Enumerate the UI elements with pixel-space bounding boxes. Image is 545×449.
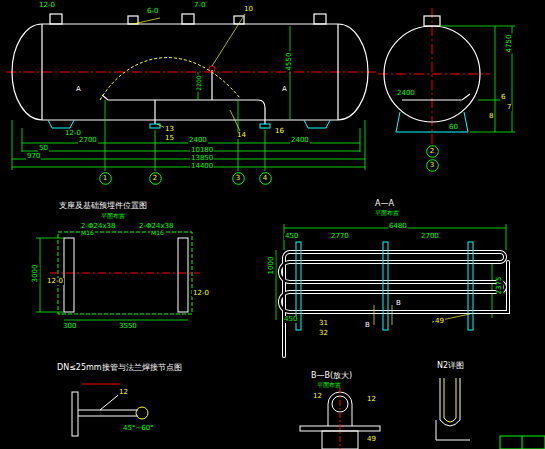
drawing-label: 4550 <box>286 52 293 72</box>
drawing-label: 13850 <box>190 155 214 162</box>
grid-number: 2 <box>153 175 157 182</box>
drawing-label: B—B(放大) <box>310 372 353 380</box>
grid-marker: 1 <box>99 172 112 185</box>
drawing-label: 6-0 <box>146 8 159 15</box>
drawing-label: 4750 <box>506 34 513 54</box>
drawing-label: M16 <box>80 230 95 236</box>
drawing-label: 15 <box>164 135 175 142</box>
drawing-label: 10180 <box>190 147 214 154</box>
drawing-label: B <box>395 300 402 307</box>
drawing-label: 12-0 <box>64 130 82 137</box>
drawing-label: 2700 <box>78 137 98 144</box>
grid-number: 3 <box>236 175 240 182</box>
drawing-label: 16 <box>274 128 285 135</box>
drawing-label: 2-Φ24x38 <box>138 223 174 230</box>
drawing-label: 450 <box>284 233 299 240</box>
drawing-label: 14 <box>236 132 247 139</box>
marker-outline <box>426 159 438 171</box>
drawing-label: 12-0 <box>46 278 64 285</box>
drawing-label: 6480 <box>388 223 408 230</box>
drawing-label: 970 <box>26 153 41 160</box>
drawing-label: 450 <box>283 316 298 323</box>
drawing-label: 平面布置 <box>316 382 342 388</box>
drawing-label: A—A <box>374 200 395 208</box>
drawing-label: 1000 <box>268 256 275 276</box>
drawing-label: 2375 <box>496 276 503 296</box>
drawing-label: 2200 <box>196 74 202 91</box>
marker-outline <box>99 172 111 184</box>
drawing-label: 12-0 <box>38 2 56 9</box>
grid-number: 1 <box>103 175 107 182</box>
grid-marker: 2 <box>426 145 439 158</box>
drawing-label: 14400 <box>190 163 214 170</box>
drawing-label: 31 <box>318 320 329 327</box>
drawing-label: 3550 <box>118 323 138 330</box>
marker-outline <box>426 145 438 157</box>
grid-marker: 2 <box>149 172 162 185</box>
drawing-label: 2-Φ24x38 <box>80 223 116 230</box>
drawing-label: 2400 <box>188 137 208 144</box>
drawing-label: DN≤25mm接管与法兰焊接节点图 <box>56 364 183 372</box>
grid-marker: 4 <box>259 172 272 185</box>
drawing-label: 12 <box>312 393 323 400</box>
drawing-label: 2400 <box>396 90 416 97</box>
drawing-label: 32 <box>318 330 329 337</box>
marker-outline <box>149 172 161 184</box>
drawing-label: A <box>281 86 288 93</box>
drawing-label: 8 <box>488 113 494 120</box>
drawing-label: 7-0 <box>193 2 206 9</box>
drawing-label: 49 <box>434 318 445 325</box>
drawing-label: 7 <box>506 104 512 111</box>
drawing-label: A <box>75 86 82 93</box>
drawing-label: 60 <box>448 124 459 131</box>
drawing-label: 49 <box>366 436 377 443</box>
drawing-label: 2400 <box>290 137 310 144</box>
drawing-label: 6 <box>500 94 506 101</box>
drawing-label: 平面布置 <box>374 210 400 216</box>
drawing-label: 45°~60° <box>122 425 155 432</box>
marker-outline <box>232 172 244 184</box>
drawing-label: 3000 <box>32 264 39 284</box>
drawing-label: 12 <box>366 396 377 403</box>
grid-marker: 3 <box>426 159 439 172</box>
drawing-label: 12-0 <box>192 290 210 297</box>
drawing-label: 13 <box>164 126 175 133</box>
grid-number: 2 <box>430 148 434 155</box>
drawing-label: N2详图 <box>436 362 465 370</box>
grid-number: 3 <box>430 162 434 169</box>
drawing-label: M16 <box>150 230 165 236</box>
drawing-label: 12 <box>118 389 129 396</box>
grid-number: 4 <box>263 175 267 182</box>
marker-outline <box>259 172 271 184</box>
drawing-label: 300 <box>62 323 77 330</box>
drawing-label: 支座及基础预埋件位置图 <box>58 202 148 210</box>
grid-marker: 3 <box>232 172 245 185</box>
drawing-label: 50 <box>38 145 49 152</box>
drawing-label: 10 <box>243 6 254 13</box>
drawing-label: 平面布置 <box>100 213 126 219</box>
drawing-label: B <box>364 322 371 329</box>
drawing-label: 2770 <box>330 233 350 240</box>
drawing-label: 2700 <box>420 233 440 240</box>
